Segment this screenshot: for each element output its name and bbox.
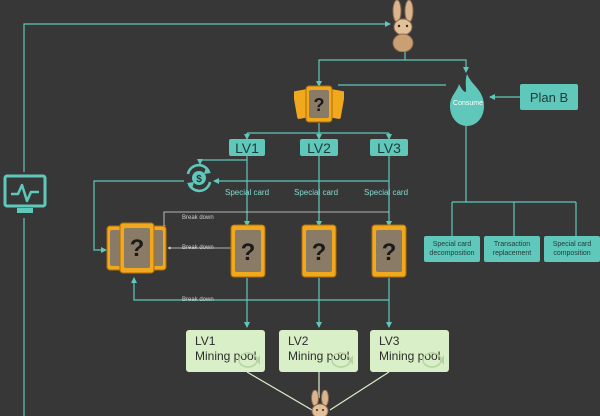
action-line1: Special card [432, 241, 472, 248]
mining-pool-lv2: LV2 Mining pool [279, 330, 358, 372]
mystery-card-lv2: ? [301, 224, 337, 278]
mystery-card-lv3: ? [371, 224, 407, 278]
mystery-card-icon: ? [294, 85, 344, 123]
svg-text:$: $ [196, 174, 202, 185]
flame-icon [450, 74, 484, 126]
lv1-box: LV1 [229, 139, 265, 156]
pool-level: LV1 [195, 334, 216, 348]
plan-b-box: Plan B [520, 84, 578, 110]
action-line2: decomposition [429, 250, 475, 257]
pool-level: LV2 [288, 334, 309, 348]
pool-level: LV3 [379, 334, 400, 348]
mining-pool-lv3: LV3 Mining pool [370, 330, 449, 372]
special-card-label-3: Special card [364, 188, 409, 197]
mystery-card-stack: ? [106, 222, 167, 274]
action-line2: replacement [492, 250, 532, 257]
card-glyph: ? [130, 235, 145, 262]
consume-label: Consume [453, 100, 483, 107]
cycle-dollar-icon: $ [186, 163, 212, 193]
card-glyph: ? [241, 239, 256, 266]
pool-name: Mining pool [379, 349, 441, 363]
pool-name: Mining pool [195, 349, 257, 363]
action-line2: composition [553, 250, 591, 257]
monitor-pulse-icon [3, 174, 47, 213]
mining-pool-lv1: LV1 Mining pool [186, 330, 265, 372]
break-down-label-3: Break down [182, 297, 214, 303]
break-down-label-2: Break down [182, 245, 214, 251]
card-glyph: ? [312, 239, 327, 266]
bunny-icon [392, 0, 414, 52]
special-card-decomposition-box: Special card decomposition [424, 236, 480, 262]
card-glyph: ? [382, 239, 397, 266]
fish-icon [422, 352, 444, 368]
pool-name: Mining pool [288, 349, 350, 363]
action-line1: Special card [552, 241, 592, 248]
bunny-icon [311, 390, 329, 416]
mystery-card-lv1: ? [230, 224, 266, 278]
transaction-replacement-box: Transaction replacement [484, 236, 540, 262]
break-down-label-1: Break down [182, 215, 214, 221]
special-card-label-2: Special card [294, 188, 339, 197]
lv3-box: LV3 [370, 139, 408, 156]
fish-icon [238, 352, 260, 368]
card-glyph: ? [314, 95, 325, 115]
fish-icon [331, 352, 353, 368]
action-line1: Transaction [493, 241, 531, 248]
special-card-composition-box: Special card composition [544, 236, 600, 262]
special-card-label-1: Special card [225, 188, 270, 197]
lv2-box: LV2 [300, 139, 338, 156]
